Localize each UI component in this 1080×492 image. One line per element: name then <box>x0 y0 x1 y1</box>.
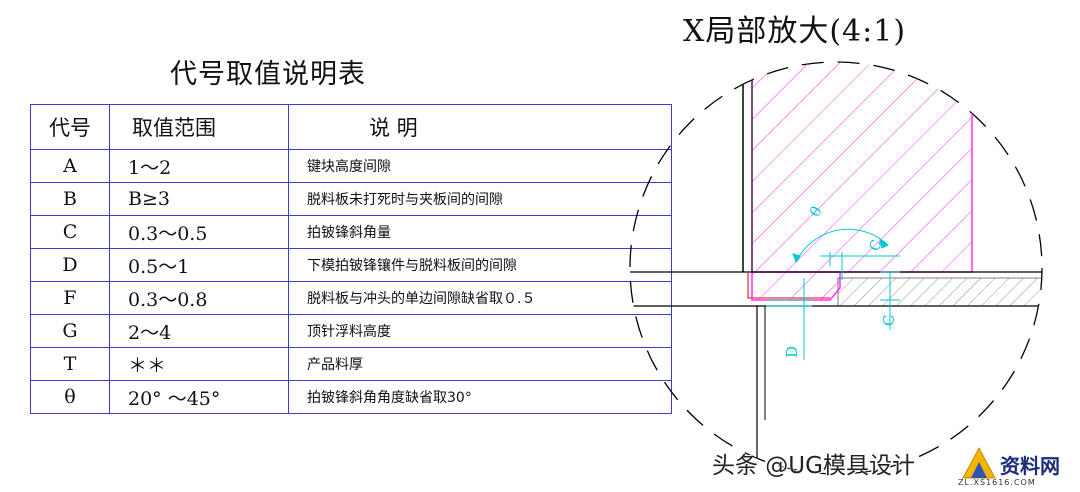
table-header-row: 代号 取值范围 说 明 <box>30 104 672 150</box>
row-desc: 脱料板与冲头的单边间隙缺省取０.５ <box>288 281 672 315</box>
row-desc: 拍铍锋斜角量 <box>288 215 672 249</box>
row-range: 1～2 <box>109 149 289 183</box>
watermark-site: 资料网 <box>1000 454 1060 478</box>
row-range: 0.3～0.5 <box>109 215 289 249</box>
watermark-url: ZL.XS1616.COM <box>958 478 1036 487</box>
row-range: 2～4 <box>109 314 289 348</box>
row-desc: 脱料板未打死时与夹板间的间隙 <box>288 182 672 216</box>
row-range: 0.3～0.8 <box>109 281 289 315</box>
row-code: T <box>30 347 110 381</box>
detail-boundary-circle <box>629 61 1043 475</box>
table-row: G 2～4 顶针浮料高度 <box>30 314 672 348</box>
stripper-step-section <box>751 271 841 301</box>
stripper-plate-section <box>751 62 973 273</box>
row-desc: 拍铍锋斜角角度缺省取30° <box>288 380 672 414</box>
header-range: 取值范围 <box>109 104 289 150</box>
table-row: F 0.3～0.8 脱料板与冲头的单边间隙缺省取０.５ <box>30 281 672 315</box>
table-title: 代号取值说明表 <box>170 59 366 90</box>
detail-drawing: θ C C D <box>629 61 1043 475</box>
row-range: 20° ～45° <box>109 380 289 414</box>
site-logo-icon <box>962 446 996 479</box>
header-desc: 说 明 <box>288 104 672 150</box>
c-label: C <box>880 315 898 326</box>
row-code: θ <box>30 380 110 414</box>
header-code: 代号 <box>30 104 110 150</box>
row-code: D <box>30 248 110 282</box>
row-code: A <box>30 149 110 183</box>
row-desc: 顶针浮料高度 <box>288 314 672 348</box>
table-row: B B≥3 脱料板未打死时与夹板间的间隙 <box>30 182 672 216</box>
table-row: C 0.3～0.5 拍铍锋斜角量 <box>30 215 672 249</box>
table-row: T ＊＊ 产品料厚 <box>30 347 672 381</box>
row-desc: 产品料厚 <box>288 347 672 381</box>
code-values-table: 代号 取值范围 说 明 A 1～2 键块高度间隙 B B≥3 脱料板未打死时与夹… <box>30 104 672 414</box>
table-row: D 0.5～1 下模拍铍锋镶件与脱料板间的间隙 <box>30 248 672 282</box>
row-range: 0.5～1 <box>109 248 289 282</box>
table-row: A 1～2 键块高度间隙 <box>30 149 672 183</box>
lower-insert-section <box>837 277 1042 307</box>
watermark-text: 头条 @UG模具设计 <box>712 453 915 479</box>
row-code: C <box>30 215 110 249</box>
table-row: θ 20° ～45° 拍铍锋斜角角度缺省取30° <box>30 380 672 414</box>
row-code: B <box>30 182 110 216</box>
dimension-lines <box>766 228 900 360</box>
row-code: F <box>30 281 110 315</box>
detail-view-title: X局部放大(4:1) <box>683 14 907 49</box>
row-code: G <box>30 314 110 348</box>
d-label: D <box>783 346 801 358</box>
row-range: ＊＊ <box>109 347 289 381</box>
c-label-upper: C <box>867 238 886 254</box>
row-desc: 键块高度间隙 <box>288 149 672 183</box>
row-desc: 下模拍铍锋镶件与脱料板间的间隙 <box>288 248 672 282</box>
clearance-profile <box>747 272 830 299</box>
row-range: B≥3 <box>109 182 289 216</box>
